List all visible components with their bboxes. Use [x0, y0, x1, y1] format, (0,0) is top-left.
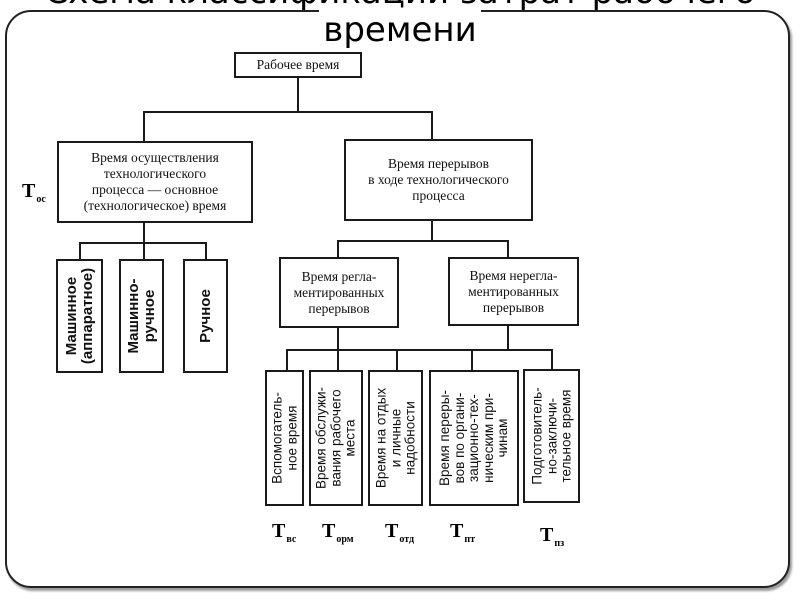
symbol-t-orm-sub: орм — [336, 534, 354, 545]
symbol-t-pt: Тпт — [450, 520, 475, 545]
leaf-workplace-service-label: Время обслужи- вания рабочего места — [313, 386, 358, 490]
connector-unregulated-drop — [507, 240, 509, 258]
symbol-t-pz: Тпз — [540, 524, 564, 549]
symbol-t-pt-sub: пт — [464, 534, 476, 545]
node-main-process-time-label: Время осуществления технологического про… — [83, 150, 227, 213]
node-regulated-breaks-label: Время регла- ментированных перерывов — [293, 268, 385, 316]
root-node-label: Рабочее время — [256, 57, 340, 72]
connector-regulated-stem — [337, 327, 339, 351]
symbol-t-otd-sub: отд — [399, 534, 415, 545]
node-regulated-breaks: Время регла- ментированных перерывов — [279, 257, 399, 328]
leaf-rest-personal: Время на отдых и личные надобности — [368, 370, 423, 506]
connector-leaf5-drop — [551, 349, 553, 371]
leaf-rest-personal-label: Время на отдых и личные надобности — [372, 387, 417, 489]
symbol-t-orm-base: Т — [322, 520, 336, 542]
connector-child3-drop — [205, 242, 207, 260]
node-machine-manual: Машинно- ручное — [119, 259, 164, 373]
slide-title-line2: времени — [0, 10, 800, 50]
node-machine-manual-label: Машинно- ручное — [124, 278, 158, 354]
leaf-prep-final-time-label: Подготовитель- но-заключи- тельное время — [528, 387, 573, 485]
connector-child2-drop — [143, 242, 145, 260]
connector-leaf3-drop — [396, 349, 398, 371]
symbol-t-pz-base: Т — [540, 524, 554, 546]
symbol-t-otd: Тотд — [385, 520, 414, 545]
node-manual: Ручное — [183, 259, 228, 373]
symbol-t-vs-base: Т — [272, 520, 286, 542]
node-unregulated-breaks-label: Время нерегла- ментированных перерывов — [468, 267, 559, 315]
symbol-t-vs-sub: вс — [286, 534, 297, 545]
connector-level1-bar — [143, 111, 433, 113]
symbol-t-orm: Торм — [322, 520, 354, 545]
symbol-t-os-sub: ос — [36, 194, 46, 205]
connector-leaves-bar — [286, 349, 553, 351]
leaf-prep-final-time: Подготовитель- но-заключи- тельное время — [523, 369, 580, 503]
symbol-t-pz-sub: пз — [554, 538, 565, 549]
root-node-working-time: Рабочее время — [234, 52, 362, 78]
connector-main-drop — [143, 111, 145, 141]
slide-title-line1: Схема классификации затрат рабочего — [0, 0, 800, 12]
slide-title-line2-text: времени — [319, 10, 481, 50]
leaf-org-tech-breaks: Время переры- вов по органи- зационно-те… — [429, 370, 519, 506]
symbol-t-os: Тос — [22, 180, 46, 205]
connector-breaks-drop — [431, 111, 433, 140]
node-manual-label: Ручное — [196, 289, 214, 343]
connector-leaf2-drop — [337, 349, 339, 371]
node-break-time: Время перерывов в ходе технологического … — [344, 139, 533, 221]
symbol-t-os-base: Т — [22, 180, 36, 202]
connector-root-stem — [297, 77, 299, 112]
connector-leaf4-drop — [471, 349, 473, 371]
connector-break-groups-bar — [337, 240, 509, 242]
leaf-auxiliary-time-label: Вспомогатель- ное время — [269, 392, 299, 484]
connector-child1-drop — [79, 242, 81, 260]
node-unregulated-breaks: Время нерегла- ментированных перерывов — [448, 257, 579, 326]
leaf-org-tech-breaks-label: Время переры- вов по органи- зационно-те… — [436, 390, 510, 486]
symbol-t-otd-base: Т — [385, 520, 399, 542]
node-machine: Машинное (аппаратное) — [56, 259, 103, 373]
connector-unregulated-stem — [507, 325, 509, 351]
connector-leaf1-drop — [286, 349, 288, 371]
symbol-t-pt-base: Т — [450, 520, 464, 542]
node-break-time-label: Время перерывов в ходе технологического … — [368, 156, 509, 203]
connector-main-stem — [143, 222, 145, 243]
node-machine-label: Машинное (аппаратное) — [62, 267, 96, 365]
leaf-workplace-service: Время обслужи- вания рабочего места — [309, 370, 363, 506]
connector-breaks-stem — [431, 220, 433, 241]
leaf-auxiliary-time: Вспомогатель- ное время — [265, 370, 304, 506]
symbol-t-vs: Твс — [272, 520, 296, 545]
node-main-process-time: Время осуществления технологического про… — [57, 141, 253, 223]
connector-regulated-drop — [337, 240, 339, 258]
